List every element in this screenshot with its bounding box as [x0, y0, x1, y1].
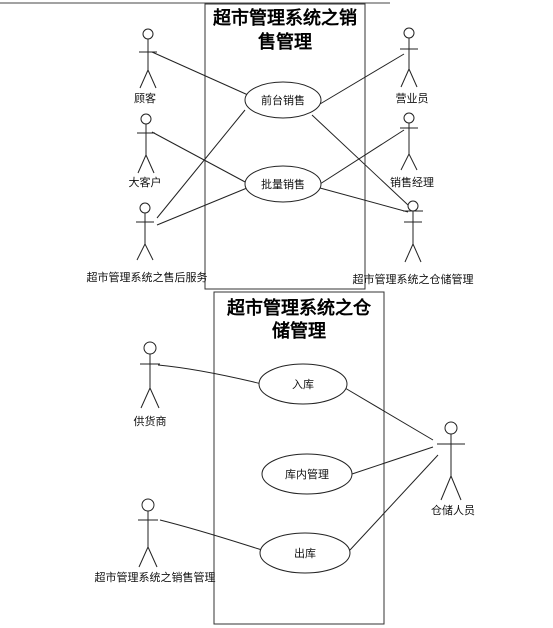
warehouse-title-line1: 超市管理系统之仓 — [227, 297, 372, 319]
use-case-inventory-label: 库内管理 — [285, 467, 329, 481]
actor-supplier-label: 供货商 — [134, 414, 167, 428]
actor-sales-manager — [400, 112, 418, 171]
actor-warehouse-system — [403, 200, 423, 263]
sales-diagram: 超市管理系统之销 售管理 前台销售 批量销售 — [87, 3, 474, 290]
actor-sales-system-label: 超市管理系统之销售管理 — [95, 570, 216, 584]
use-case-bulk-sales: 批量销售 — [244, 165, 322, 203]
use-case-inventory: 库内管理 — [261, 453, 353, 495]
use-case-outbound-label: 出库 — [294, 546, 316, 560]
actor-big-client — [137, 113, 155, 174]
warehouse-associations — [157, 364, 439, 551]
actor-warehouse-staff-label: 仓储人员 — [431, 503, 475, 517]
sales-associations — [151, 51, 409, 226]
actor-sales-manager-label: 销售经理 — [390, 175, 434, 189]
actor-supplier — [140, 341, 160, 409]
actor-after-sales-label: 超市管理系统之售后服务 — [87, 270, 208, 284]
actor-salesclerk — [400, 27, 418, 88]
warehouse-diagram: 超市管理系统之仓 储管理 入库 库内管理 出库 — [95, 291, 475, 625]
use-case-inbound-label: 入库 — [292, 378, 314, 391]
actor-sales-system — [138, 498, 158, 568]
use-case-inbound: 入库 — [258, 363, 348, 405]
use-case-outbound: 出库 — [259, 532, 351, 574]
warehouse-system-boundary — [213, 291, 385, 625]
actor-salesclerk-label: 营业员 — [396, 91, 429, 105]
use-case-front-sales: 前台销售 — [244, 81, 322, 119]
actor-big-client-label: 大客户 — [129, 175, 162, 189]
actor-warehouse-staff — [437, 421, 465, 501]
actor-after-sales — [136, 202, 154, 261]
sales-system-boundary — [204, 3, 366, 290]
actor-customer-label: 顾客 — [134, 91, 156, 105]
sales-title-line1: 超市管理系统之销 — [213, 7, 357, 29]
actor-customer — [139, 28, 157, 89]
use-case-front-sales-label: 前台销售 — [261, 93, 305, 107]
warehouse-title-line2: 储管理 — [271, 320, 326, 342]
use-case-bulk-sales-label: 批量销售 — [261, 177, 305, 191]
sales-title-line2: 售管理 — [258, 31, 312, 53]
actor-warehouse-system-label: 超市管理系统之仓储管理 — [353, 272, 474, 286]
